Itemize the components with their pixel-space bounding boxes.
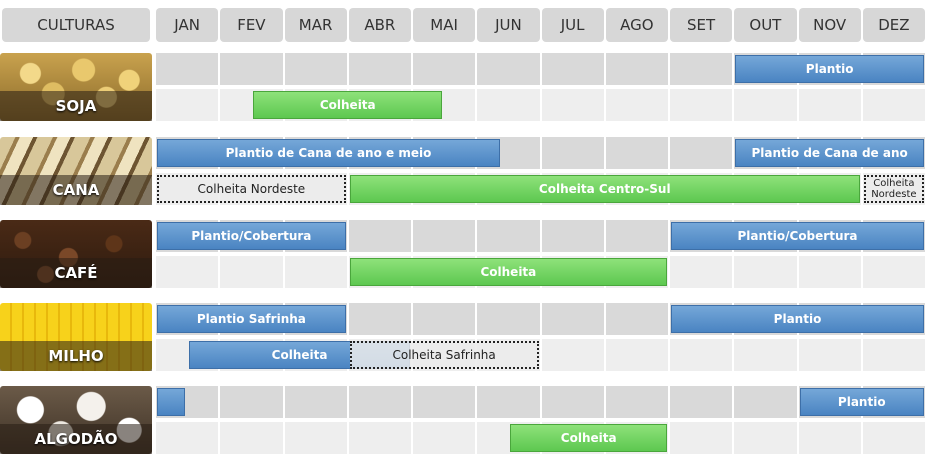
grid-cell xyxy=(541,53,604,85)
grid-cell xyxy=(284,422,347,454)
activity-bar: Plantio de Cana de ano xyxy=(735,139,924,167)
grid-cell xyxy=(734,256,797,288)
grid-cell xyxy=(284,256,347,288)
grid-cell xyxy=(605,89,668,121)
grid-cell xyxy=(220,256,283,288)
grid-cell xyxy=(220,386,283,418)
month-header-jan: JAN xyxy=(156,8,219,42)
activity-bar: Plantio xyxy=(735,55,924,83)
grid-cell xyxy=(605,339,668,371)
month-header-set: SET xyxy=(670,8,733,42)
grid-cell xyxy=(670,256,733,288)
grid-cell xyxy=(670,137,733,169)
grid-cell xyxy=(734,89,797,121)
grid-cell xyxy=(156,256,219,288)
month-header-jun: JUN xyxy=(477,8,540,42)
grid-cell xyxy=(798,339,861,371)
activity-bar: Plantio/Cobertura xyxy=(671,222,924,250)
activity-bar: Colheita Nordeste xyxy=(157,175,346,203)
grid-cell xyxy=(734,386,797,418)
grid-cell xyxy=(156,89,219,121)
grid-cell xyxy=(156,53,219,85)
grid-cell xyxy=(413,303,476,335)
grid-cell xyxy=(605,303,668,335)
grid-cell xyxy=(541,339,604,371)
activity-bar: Plantio de Cana de ano e meio xyxy=(157,139,500,167)
activity-bar: Colheita xyxy=(253,91,443,119)
grid-cell xyxy=(670,339,733,371)
grid-cell xyxy=(348,422,411,454)
activity-bar: Colheita Safrinha xyxy=(349,341,539,369)
grid-cell xyxy=(670,386,733,418)
activity-bar: Plantio xyxy=(671,305,924,333)
grid-cell xyxy=(798,89,861,121)
grid-cell xyxy=(477,89,540,121)
grid-cell xyxy=(220,422,283,454)
grid-cell xyxy=(284,386,347,418)
activity-bar: Plantio xyxy=(799,388,924,416)
grid-cell xyxy=(156,422,219,454)
grid-cell xyxy=(862,89,925,121)
grid-cell xyxy=(734,422,797,454)
month-header-dez: DEZ xyxy=(862,8,925,42)
grid-cell xyxy=(605,53,668,85)
grid-cell xyxy=(605,386,668,418)
crop-label: ALGODÃO xyxy=(0,424,152,454)
grid-cell xyxy=(348,53,411,85)
activity-bar: Colheita Centro-Sul xyxy=(349,175,860,203)
grid-cell xyxy=(798,422,861,454)
grid-cell xyxy=(670,422,733,454)
grid-cell xyxy=(670,89,733,121)
activity-bar: Plantio Safrinha xyxy=(157,305,346,333)
grid-cell xyxy=(734,339,797,371)
grid-cell xyxy=(605,137,668,169)
header-culturas: CULTURAS xyxy=(2,8,150,42)
month-header-mar: MAR xyxy=(284,8,347,42)
grid-cell xyxy=(541,220,604,252)
grid-cell xyxy=(541,303,604,335)
grid-cell xyxy=(413,386,476,418)
month-header-ago: AGO xyxy=(605,8,668,42)
activity-bar xyxy=(157,388,186,416)
grid-cell xyxy=(862,422,925,454)
grid-cell xyxy=(541,89,604,121)
activity-bar: Colheita xyxy=(349,258,667,286)
grid-cell xyxy=(862,339,925,371)
grid-cell xyxy=(348,220,411,252)
grid-cell xyxy=(348,303,411,335)
crop-label: CAFÉ xyxy=(0,258,152,288)
crop-label: CANA xyxy=(0,175,152,205)
grid-cell xyxy=(477,303,540,335)
grid-cell xyxy=(477,220,540,252)
grid-cell xyxy=(413,220,476,252)
grid-cell xyxy=(413,53,476,85)
activity-bar: Plantio/Cobertura xyxy=(157,222,346,250)
month-header-abr: ABR xyxy=(348,8,411,42)
month-header-fev: FEV xyxy=(220,8,283,42)
grid-cell xyxy=(220,53,283,85)
month-header-mai: MAI xyxy=(413,8,476,42)
grid-cell xyxy=(413,422,476,454)
grid-cell xyxy=(477,386,540,418)
grid-cell xyxy=(541,137,604,169)
grid-cell xyxy=(284,53,347,85)
month-header-out: OUT xyxy=(734,8,797,42)
crop-label: SOJA xyxy=(0,91,152,121)
activity-bar: Colheita xyxy=(510,424,667,452)
grid-cell xyxy=(862,256,925,288)
activity-bar: Colheita Nordeste xyxy=(863,175,924,203)
month-header-nov: NOV xyxy=(798,8,861,42)
grid-cell xyxy=(605,220,668,252)
crop-label: MILHO xyxy=(0,341,152,371)
month-header-jul: JUL xyxy=(541,8,604,42)
grid-cell xyxy=(541,386,604,418)
grid-cell xyxy=(670,53,733,85)
grid-cell xyxy=(798,256,861,288)
grid-cell xyxy=(348,386,411,418)
grid-cell xyxy=(477,53,540,85)
